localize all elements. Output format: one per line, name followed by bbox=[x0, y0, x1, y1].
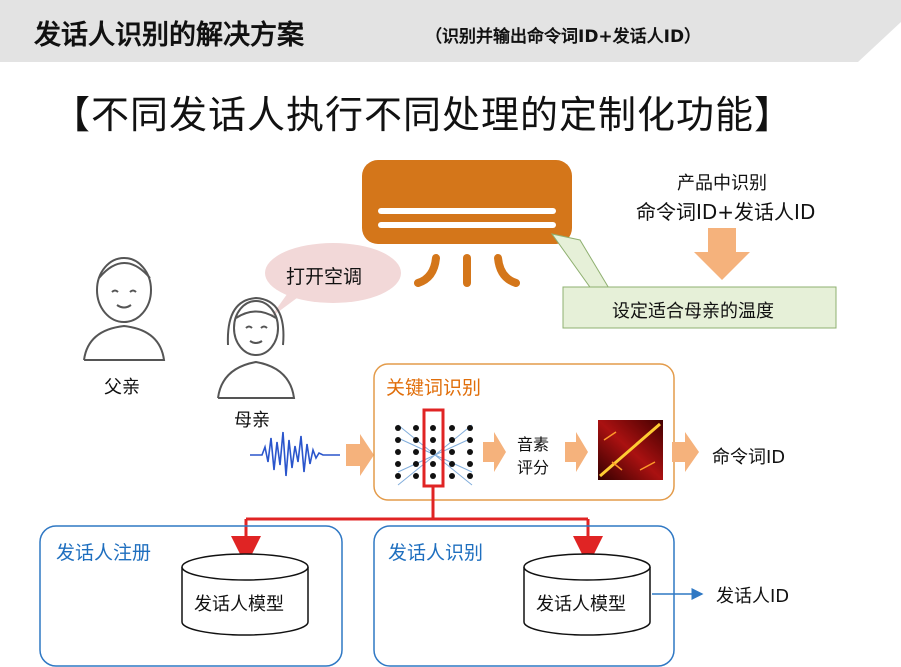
result-box-text: 设定适合母亲的温度 bbox=[612, 301, 774, 322]
keyword-box-title: 关键词识别 bbox=[386, 377, 482, 399]
father-icon bbox=[83, 257, 166, 361]
phoneme-score-line2: 评分 bbox=[517, 458, 550, 477]
page-subtitle: 【不同发话人执行不同处理的定制化功能】 bbox=[52, 93, 794, 137]
air-conditioner-icon bbox=[362, 160, 572, 287]
speech-bubble-text: 打开空调 bbox=[286, 266, 363, 288]
registration-model-label: 发话人模型 bbox=[194, 594, 284, 615]
down-arrow-icon bbox=[694, 228, 750, 280]
product-label-line1: 产品中识别 bbox=[677, 173, 767, 194]
command-id-output: 命令词ID bbox=[712, 447, 786, 468]
arrow-right-icon bbox=[483, 432, 506, 472]
mother-icon bbox=[217, 296, 296, 399]
callout-pointer bbox=[550, 233, 611, 291]
registration-title: 发话人注册 bbox=[56, 542, 152, 564]
page-title: 发话人识别的解决方案 bbox=[34, 20, 304, 51]
recognition-title: 发话人识别 bbox=[388, 542, 484, 564]
product-label-line2: 命令词ID+发话人ID bbox=[636, 200, 816, 224]
phoneme-score-line1: 音素 bbox=[517, 435, 550, 454]
waveform-icon bbox=[250, 431, 340, 477]
speaker-id-output: 发话人ID bbox=[716, 586, 790, 607]
arrow-right-icon bbox=[672, 432, 699, 472]
keyword-box bbox=[373, 363, 675, 501]
page-title-note: （识别并输出命令词ID+发话人ID） bbox=[425, 27, 702, 47]
database-icon bbox=[181, 553, 309, 636]
registration-box bbox=[39, 525, 343, 667]
arrow-right-icon bbox=[346, 434, 374, 476]
result-box bbox=[562, 286, 837, 329]
neural-network-icon bbox=[395, 408, 473, 488]
recognition-model-label: 发话人模型 bbox=[536, 594, 626, 615]
title-bar bbox=[0, 0, 901, 62]
recognition-box bbox=[373, 525, 675, 667]
title-bar-corner bbox=[858, 22, 901, 62]
arrow-right-icon bbox=[565, 432, 588, 472]
spectrogram-image bbox=[598, 420, 663, 480]
database-icon bbox=[523, 553, 651, 636]
father-label: 父亲 bbox=[104, 377, 140, 398]
mother-label: 母亲 bbox=[234, 410, 270, 431]
